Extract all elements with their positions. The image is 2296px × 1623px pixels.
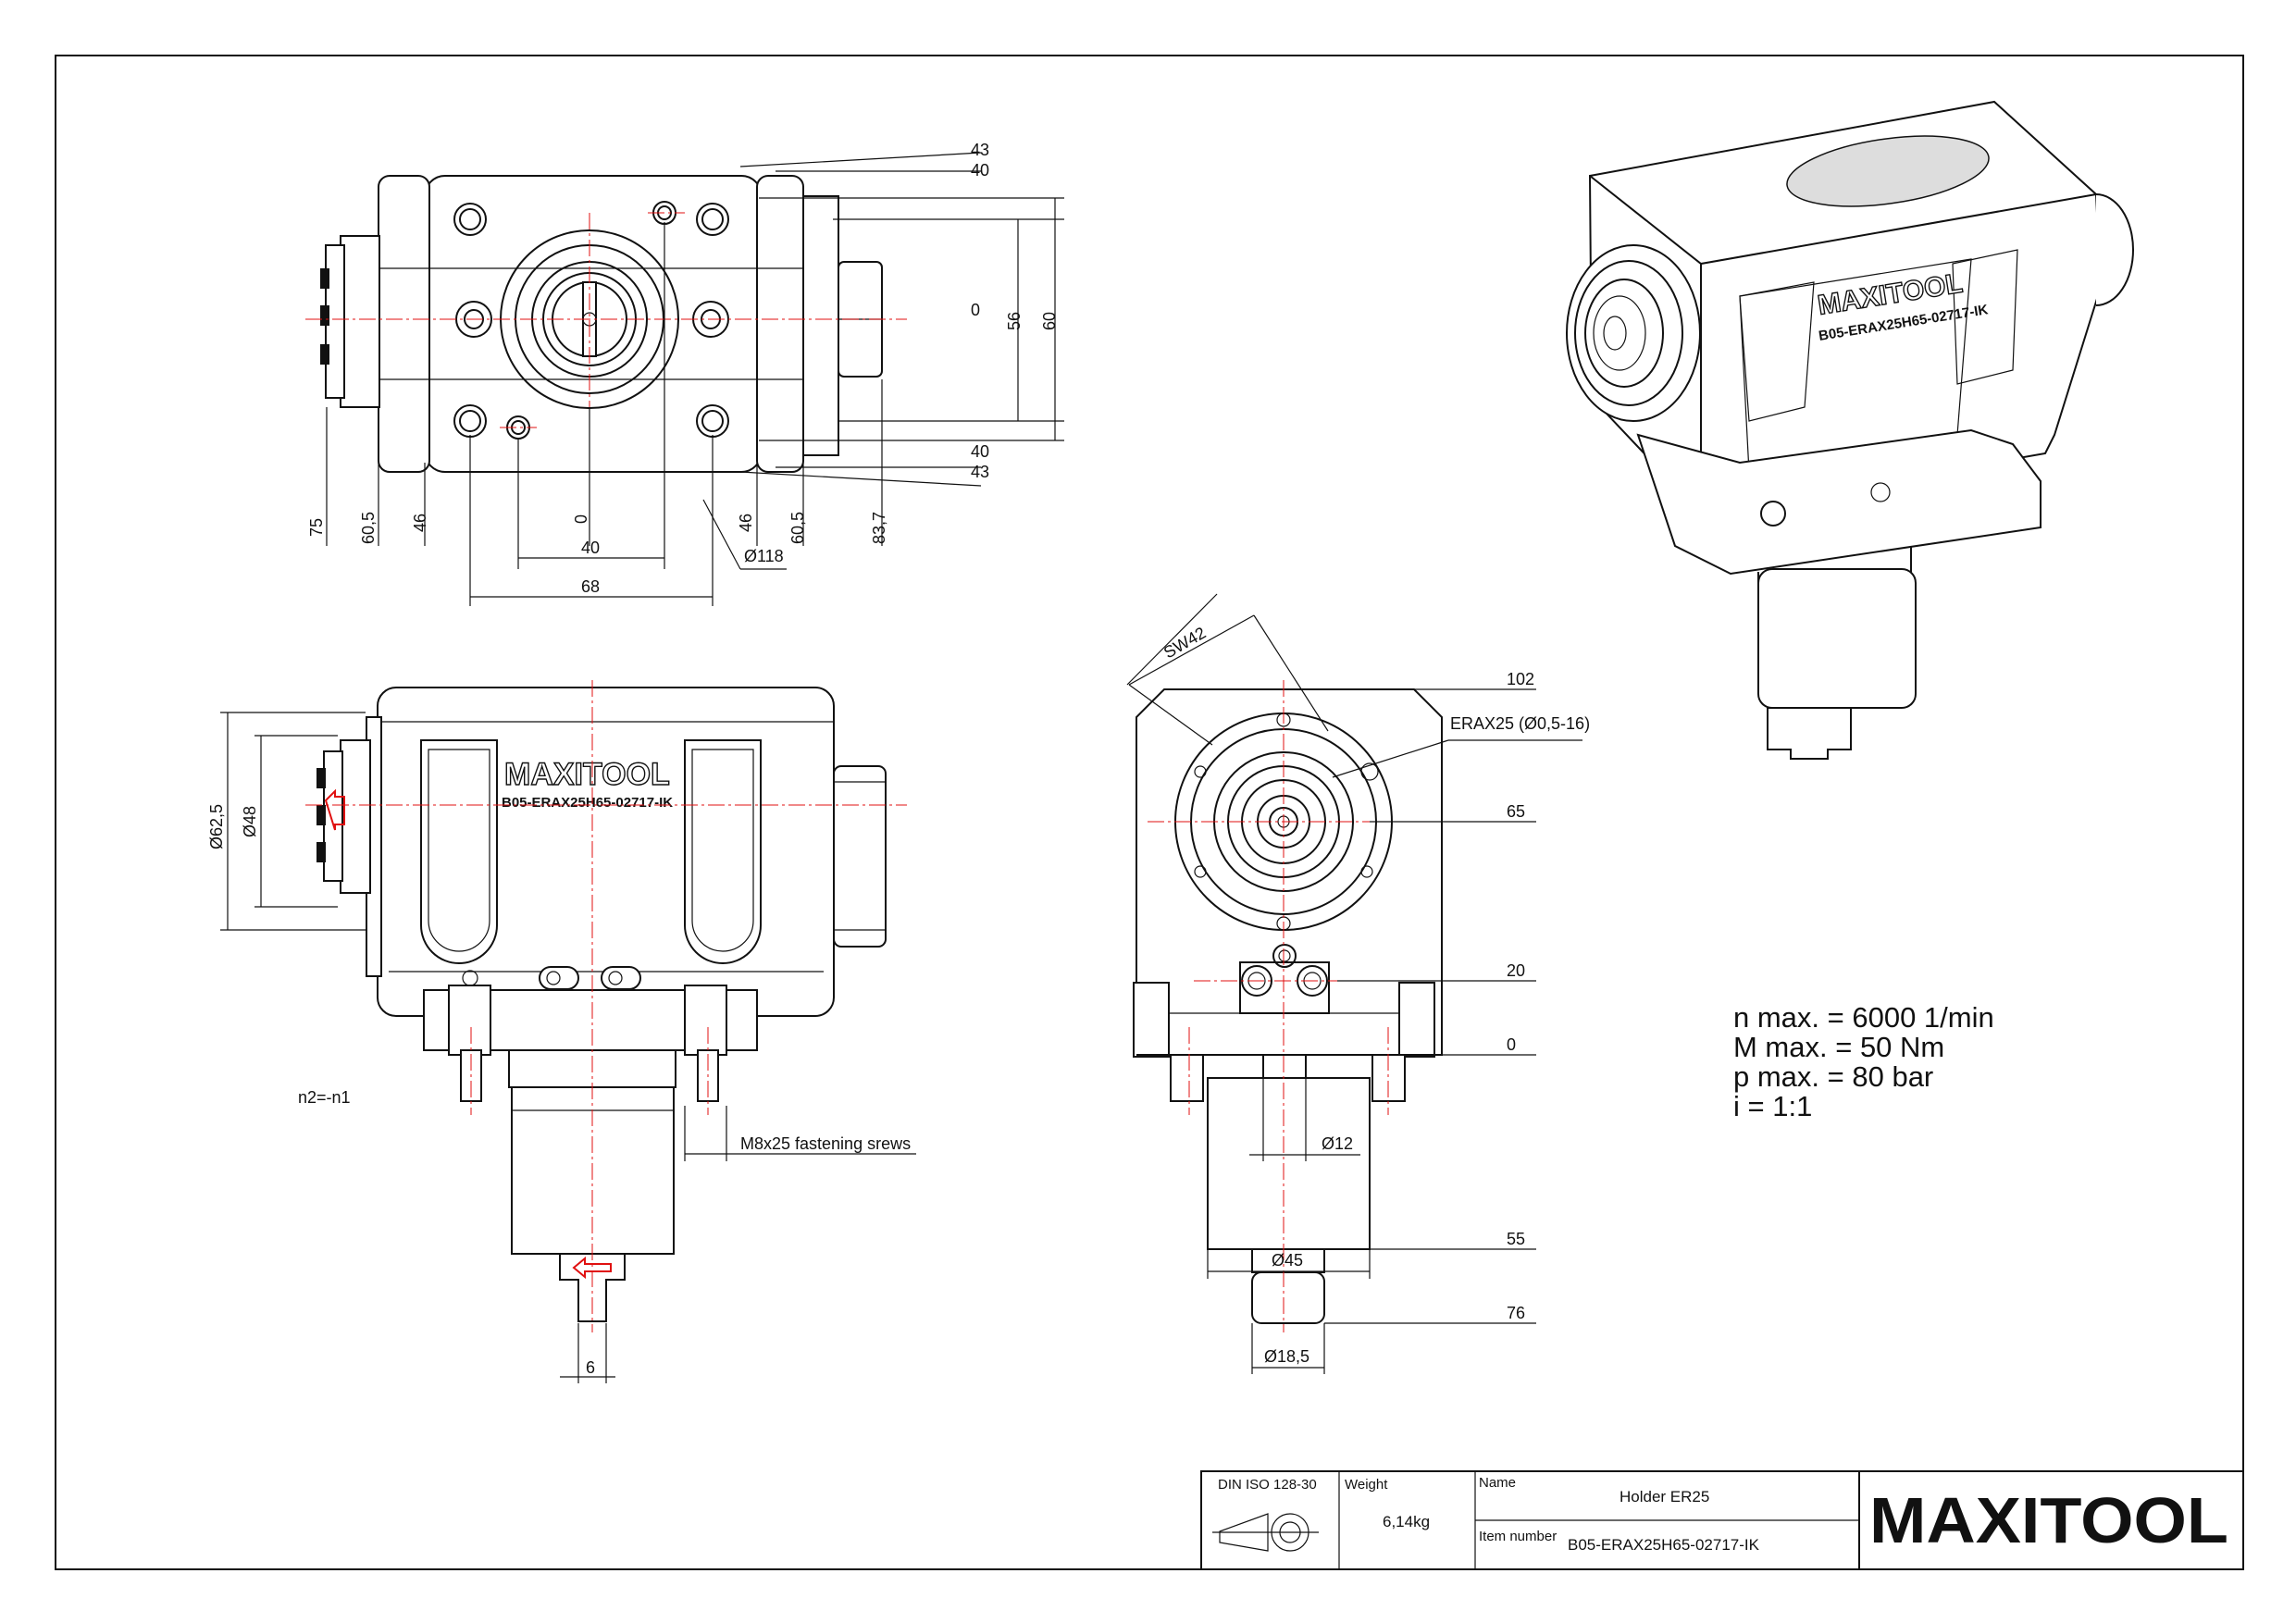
dim-top-40b: 40 — [971, 442, 989, 461]
rotation-note: n2=-n1 — [298, 1088, 351, 1107]
dim-top-0: 0 — [971, 301, 980, 319]
isometric-view: MAXITOOL B05-ERAX25H65-02717-IK — [1566, 100, 2134, 760]
name-value: Holder ER25 — [1620, 1488, 1709, 1505]
front-view-dimensions: SW42 102 ERAX25 (Ø0,5-16) 65 20 0 55 76 … — [1126, 593, 1590, 1374]
dim-top-40h: 40 — [581, 539, 600, 557]
dim-top-40a: 40 — [971, 161, 989, 180]
dim-front-d45: Ø45 — [1272, 1251, 1303, 1270]
weight-value: 6,14kg — [1383, 1513, 1430, 1530]
dim-top-d118: Ø118 — [744, 547, 784, 565]
side-engraving-code: B05-ERAX25H65-02717-IK — [502, 795, 673, 811]
dim-front-d12: Ø12 — [1322, 1134, 1353, 1153]
side-engraving-brand: MAXITOOL — [504, 757, 670, 792]
dim-top-60-5a: 60,5 — [359, 512, 378, 544]
fastening-note: M8x25 fastening srews — [740, 1134, 911, 1153]
dim-front-76: 76 — [1507, 1304, 1525, 1322]
specifications: n max. = 6000 1/min M max. = 50 Nm p max… — [1733, 1001, 1994, 1122]
front-view — [1133, 680, 1443, 1332]
dim-top-60-5b: 60,5 — [788, 512, 807, 544]
dim-top-56: 56 — [1005, 312, 1024, 330]
spec-speed: n max. = 6000 1/min — [1733, 1001, 1994, 1034]
dim-top-43b: 43 — [971, 463, 989, 481]
spec-pressure: p max. = 80 bar — [1733, 1060, 1933, 1093]
dim-front-102: 102 — [1507, 670, 1534, 688]
collet-label: ERAX25 (Ø0,5-16) — [1450, 714, 1590, 733]
dim-front-20: 20 — [1507, 961, 1525, 980]
dim-top-0b: 0 — [572, 514, 590, 524]
dim-top-60: 60 — [1040, 312, 1059, 330]
dim-front-65: 65 — [1507, 802, 1525, 821]
spec-ratio: i = 1:1 — [1733, 1090, 1812, 1122]
dim-front-0: 0 — [1507, 1035, 1516, 1054]
item-number-label: Item number — [1479, 1529, 1557, 1544]
dim-front-sw42: SW42 — [1160, 624, 1209, 663]
dim-side-6: 6 — [586, 1358, 595, 1377]
title-block: DIN ISO 128-30 Weight 6,14kg Name Holder… — [1200, 1470, 2244, 1570]
dim-top-46b: 46 — [737, 514, 755, 532]
standard-label: DIN ISO 128-30 — [1218, 1477, 1317, 1493]
dim-top-75: 75 — [307, 518, 326, 537]
dim-side-d48: Ø48 — [241, 806, 259, 837]
top-view-dimensions: 43 40 0 56 60 40 43 75 60,5 46 0 46 60,5… — [307, 141, 1064, 606]
dim-side-d62-5: Ø62,5 — [207, 804, 226, 849]
item-number-value: B05-ERAX25H65-02717-IK — [1568, 1536, 1760, 1554]
dim-top-43a: 43 — [971, 141, 989, 159]
maxitool-logo: MAXITOOL — [1869, 1484, 2228, 1556]
drawing-frame — [55, 55, 2244, 1570]
dim-top-46a: 46 — [411, 514, 429, 532]
side-view: MAXITOOL B05-ERAX25H65-02717-IK — [305, 680, 907, 1332]
dim-front-d18-5: Ø18,5 — [1264, 1347, 1309, 1366]
dim-top-83-7: 83,7 — [870, 512, 888, 544]
side-view-dimensions: Ø62,5 Ø48 n2=-n1 M8x25 fastening srews 6 — [207, 712, 916, 1383]
name-label: Name — [1479, 1475, 1516, 1491]
dim-front-55: 55 — [1507, 1230, 1525, 1248]
top-view — [305, 175, 907, 473]
dim-top-68: 68 — [581, 577, 600, 596]
weight-label: Weight — [1345, 1477, 1388, 1493]
spec-torque: M max. = 50 Nm — [1733, 1031, 1944, 1063]
